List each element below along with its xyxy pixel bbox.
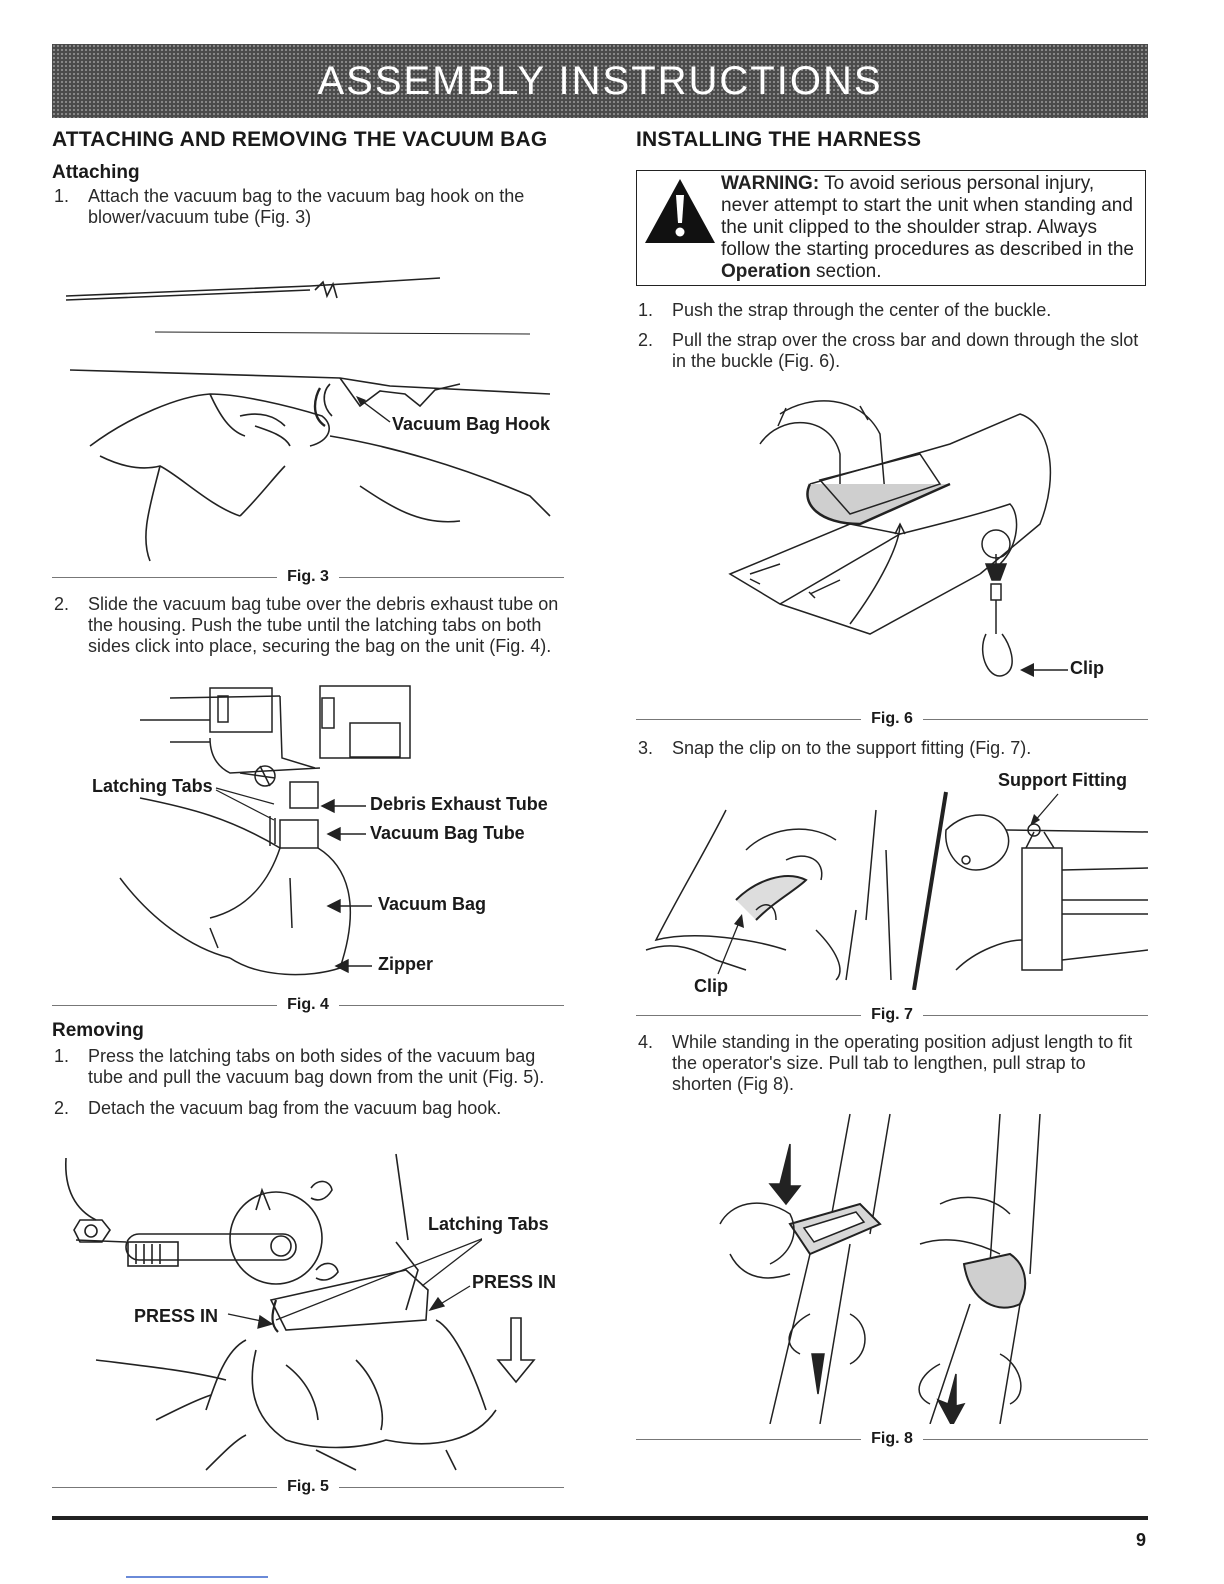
fig4-callout-debris: Debris Exhaust Tube xyxy=(370,794,548,814)
fig4-callout-arrows xyxy=(320,798,372,974)
page-number: 9 xyxy=(1135,1530,1146,1550)
removing-step-2: 2. Detach the vacuum bag from the vacuum… xyxy=(52,1098,564,1119)
fig4-callout-latching: Latching Tabs xyxy=(92,776,213,796)
footer-rule xyxy=(52,1516,1148,1520)
fig5-caption-text: Fig. 5 xyxy=(287,1478,329,1495)
step-text: Push the strap through the center of the… xyxy=(672,300,1052,320)
step-number: 1. xyxy=(54,186,70,206)
step-text: Press the latching tabs on both sides of… xyxy=(88,1046,545,1087)
fig5-callout-press-right: PRESS IN xyxy=(472,1272,557,1292)
harness-steps-1-2: 1. Push the strap through the center of … xyxy=(636,300,1148,372)
warning-text: WARNING: To avoid serious personal injur… xyxy=(721,173,1141,283)
attaching-step-1: 1. Attach the vacuum bag to the vacuum b… xyxy=(52,186,564,228)
step-text: Detach the vacuum bag from the vacuum ba… xyxy=(88,1098,502,1118)
warning-tail: section. xyxy=(810,261,882,282)
step-text: While standing in the operating position… xyxy=(672,1032,1133,1094)
harness-step-3: 3. Snap the clip on to the support fitti… xyxy=(636,738,1148,759)
step-text: Slide the vacuum bag tube over the debri… xyxy=(88,594,559,656)
fig8-caption: Fig. 8 xyxy=(636,1430,1148,1448)
step-number: 1. xyxy=(54,1046,70,1066)
harness-step-2: 2. Pull the strap over the cross bar and… xyxy=(636,330,1148,372)
attaching-step-2: 2. Slide the vacuum bag tube over the de… xyxy=(52,594,564,657)
harness-step-1: 1. Push the strap through the center of … xyxy=(636,300,1148,321)
fig7-caption: Fig. 7 xyxy=(636,1006,1148,1024)
fig7-clip-arrow xyxy=(717,914,744,975)
fig8-caption-text: Fig. 8 xyxy=(871,1430,913,1447)
fig6-caption-text: Fig. 6 xyxy=(871,710,913,727)
step-text: Attach the vacuum bag to the vacuum bag … xyxy=(88,186,525,227)
step-number: 1. xyxy=(638,300,654,320)
fig5-illustration xyxy=(56,1150,556,1476)
fig3-illustration xyxy=(60,266,560,566)
removing-steps: 1. Press the latching tabs on both sides… xyxy=(52,1046,564,1119)
step-number: 2. xyxy=(54,1098,70,1118)
fig7-callout-support: Support Fitting xyxy=(998,770,1127,790)
fig7-caption-text: Fig. 7 xyxy=(871,1006,913,1023)
fig6-clip-arrow xyxy=(1020,663,1068,677)
fig3-caption-text: Fig. 3 xyxy=(287,568,329,585)
removing-step-1: 1. Press the latching tabs on both sides… xyxy=(52,1046,564,1088)
section-heading-vacuum-bag: ATTACHING AND REMOVING THE VACUUM BAG xyxy=(52,128,548,151)
fig3-hook-arrow xyxy=(356,396,391,423)
right-column: INSTALLING THE HARNESS xyxy=(636,128,1148,152)
fig7-callout-clip: Clip xyxy=(694,976,728,996)
warning-icon xyxy=(645,179,715,243)
fig8-illustration xyxy=(700,1104,1080,1424)
warning-label: WARNING: xyxy=(721,173,820,194)
step-number: 2. xyxy=(638,330,654,350)
step-text: Snap the clip on to the support fitting … xyxy=(672,738,1032,758)
fig6-caption: Fig. 6 xyxy=(636,710,1148,728)
warning-box: WARNING: To avoid serious personal injur… xyxy=(636,170,1146,286)
fig4-latching-arrows xyxy=(215,787,275,821)
fig5-callout-press-left: PRESS IN xyxy=(134,1306,219,1326)
fig4-callout-zipper: Zipper xyxy=(378,954,434,974)
fig5-caption: Fig. 5 xyxy=(52,1478,564,1496)
subheading-removing: Removing xyxy=(52,1020,144,1041)
fig7-support-arrow xyxy=(1030,793,1059,826)
page-banner: ASSEMBLY INSTRUCTIONS xyxy=(52,44,1148,118)
fig4-callout-bagtube: Vacuum Bag Tube xyxy=(370,823,525,843)
warning-operation-ref: Operation xyxy=(721,261,811,282)
fig6-illustration xyxy=(720,384,1060,714)
fig6-callout-clip: Clip xyxy=(1070,658,1104,678)
left-column: ATTACHING AND REMOVING THE VACUUM BAG At… xyxy=(52,128,564,228)
step-number: 4. xyxy=(638,1032,654,1052)
step-text: Pull the strap over the cross bar and do… xyxy=(672,330,1139,371)
fig5-callout-arrows xyxy=(227,1238,482,1329)
fig4-caption: Fig. 4 xyxy=(52,996,564,1014)
banner-title: ASSEMBLY INSTRUCTIONS xyxy=(317,58,883,103)
step-number: 2. xyxy=(54,594,70,614)
fig3-callout-hook: Vacuum Bag Hook xyxy=(392,414,551,434)
warning-body: To avoid serious personal injury, never … xyxy=(721,173,1134,260)
link-underline xyxy=(126,1576,268,1578)
fig3-caption: Fig. 3 xyxy=(52,568,564,586)
harness-step-4: 4. While standing in the operating posit… xyxy=(636,1032,1148,1095)
subheading-attaching: Attaching xyxy=(52,162,140,183)
fig5-callout-latching: Latching Tabs xyxy=(428,1214,549,1234)
step-number: 3. xyxy=(638,738,654,758)
fig4-caption-text: Fig. 4 xyxy=(287,996,329,1013)
fig4-callout-bag: Vacuum Bag xyxy=(378,894,487,914)
section-heading-harness: INSTALLING THE HARNESS xyxy=(636,128,922,151)
fig7-illustration xyxy=(636,790,1148,990)
